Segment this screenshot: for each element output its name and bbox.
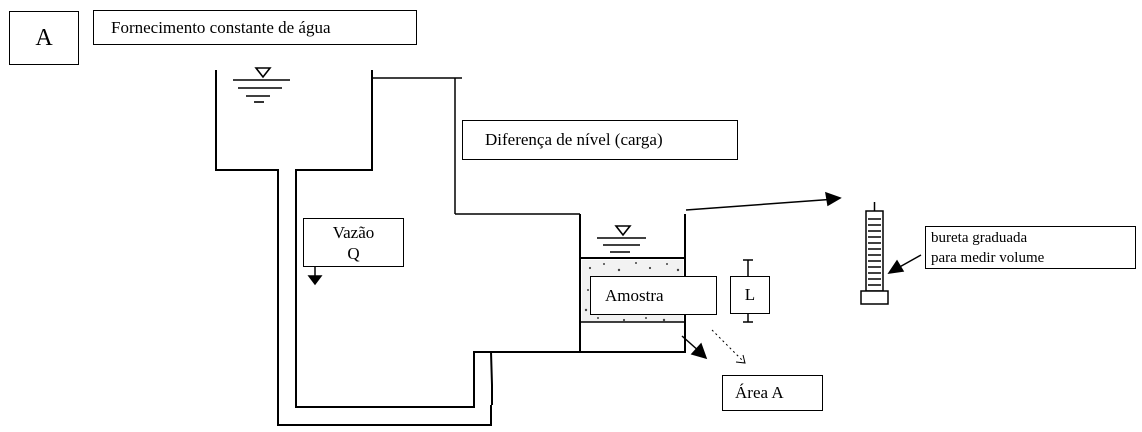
- permeameter-vessel: [473, 214, 686, 405]
- head-difference-label: Diferença de nível (carga): [462, 120, 738, 160]
- soil-texture: [584, 262, 682, 322]
- length-label: L: [730, 276, 770, 314]
- flow-rate-label: Vazão Q: [303, 218, 404, 267]
- burette-label: bureta graduada para medir volume: [925, 226, 1136, 269]
- burette-icon: [860, 202, 889, 305]
- panel-label: A: [9, 11, 79, 65]
- upper-water-level-icon: [233, 67, 290, 103]
- area-label: Área A: [722, 375, 823, 411]
- burette-label-line2: para medir volume: [931, 249, 1045, 266]
- upper-reservoir: [215, 70, 492, 426]
- burette-label-line1: bureta graduada: [931, 229, 1028, 246]
- area-arrow: [681, 335, 708, 360]
- burette-label-arrow: [887, 254, 922, 274]
- flow-rate-label-line1: Vazão: [332, 222, 375, 242]
- head-difference-dimension: [372, 77, 580, 215]
- sample-label: Amostra: [590, 276, 717, 315]
- flow-rate-label-line2: Q: [347, 243, 360, 263]
- arrow-to-burette: [685, 191, 842, 211]
- lower-water-level-icon: [597, 225, 646, 253]
- flow-drip-icon: [307, 265, 323, 286]
- area-dotted-arrow: [711, 329, 746, 364]
- water-supply-label: Fornecimento constante de água: [93, 10, 417, 45]
